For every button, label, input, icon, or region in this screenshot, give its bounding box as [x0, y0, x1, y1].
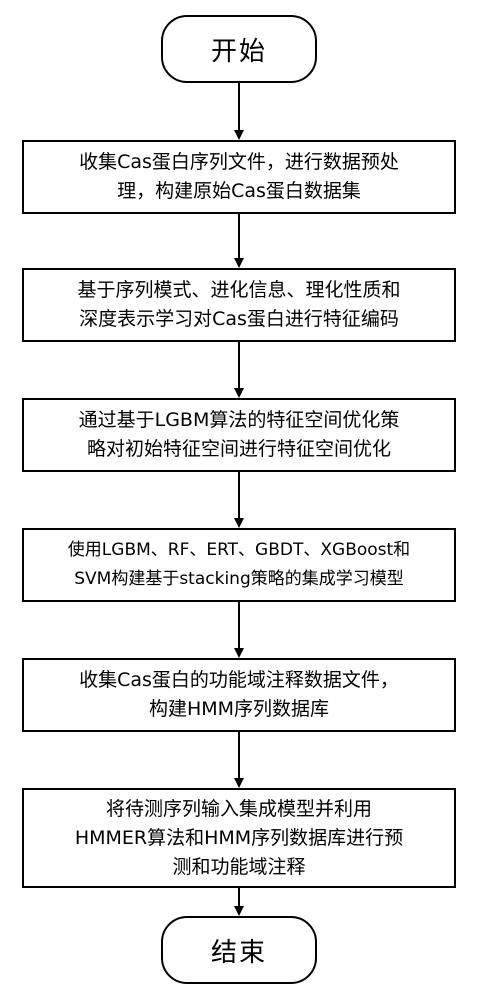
step-4-line-2: SVM构建基于stacking策略的集成学习模型 [74, 569, 404, 589]
end-label: 结束 [210, 937, 267, 968]
step-2-line-2: 深度表示学习对Cas蛋白进行特征编码 [79, 308, 399, 330]
step-1-line-2: 理，构建原始Cas蛋白数据集 [117, 180, 361, 202]
end-terminal: 结束 [161, 916, 317, 984]
step-1-line-1: 收集Cas蛋白序列文件，进行数据预处 [79, 151, 399, 173]
step-5-box: 收集Cas蛋白的功能域注释数据文件， 构建HMM序列数据库 [22, 658, 456, 732]
step-6-line-1: 将待测序列输入集成模型并利用 [105, 797, 372, 820]
step-1-box: 收集Cas蛋白序列文件，进行数据预处 理，构建原始Cas蛋白数据集 [22, 140, 456, 214]
step-3-box: 通过基于LGBM算法的特征空间优化策 略对初始特征空间进行特征空间优化 [22, 398, 456, 472]
start-label: 开始 [210, 36, 267, 67]
step-6-line-2: HMMER算法和HMM序列数据库进行预 [74, 826, 404, 849]
step-4-line-1: 使用LGBM、RF、ERT、GBDT、XGBoost和 [67, 540, 411, 560]
step-2-box: 基于序列模式、进化信息、理化性质和 深度表示学习对Cas蛋白进行特征编码 [22, 268, 456, 342]
step-3-line-1: 通过基于LGBM算法的特征空间优化策 [78, 409, 400, 431]
step-6-box: 将待测序列输入集成模型并利用 HMMER算法和HMM序列数据库进行预 测和功能域… [22, 788, 456, 888]
start-terminal: 开始 [161, 15, 317, 83]
step-2-line-1: 基于序列模式、进化信息、理化性质和 [77, 279, 401, 301]
step-4-box: 使用LGBM、RF、ERT、GBDT、XGBoost和 SVM构建基于stack… [22, 528, 456, 602]
step-6-line-3: 测和功能域注释 [172, 855, 306, 878]
step-5-line-2: 构建HMM序列数据库 [148, 698, 330, 720]
step-3-line-2: 略对初始特征空间进行特征空间优化 [86, 438, 391, 460]
step-5-line-1: 收集Cas蛋白的功能域注释数据文件， [79, 669, 399, 691]
